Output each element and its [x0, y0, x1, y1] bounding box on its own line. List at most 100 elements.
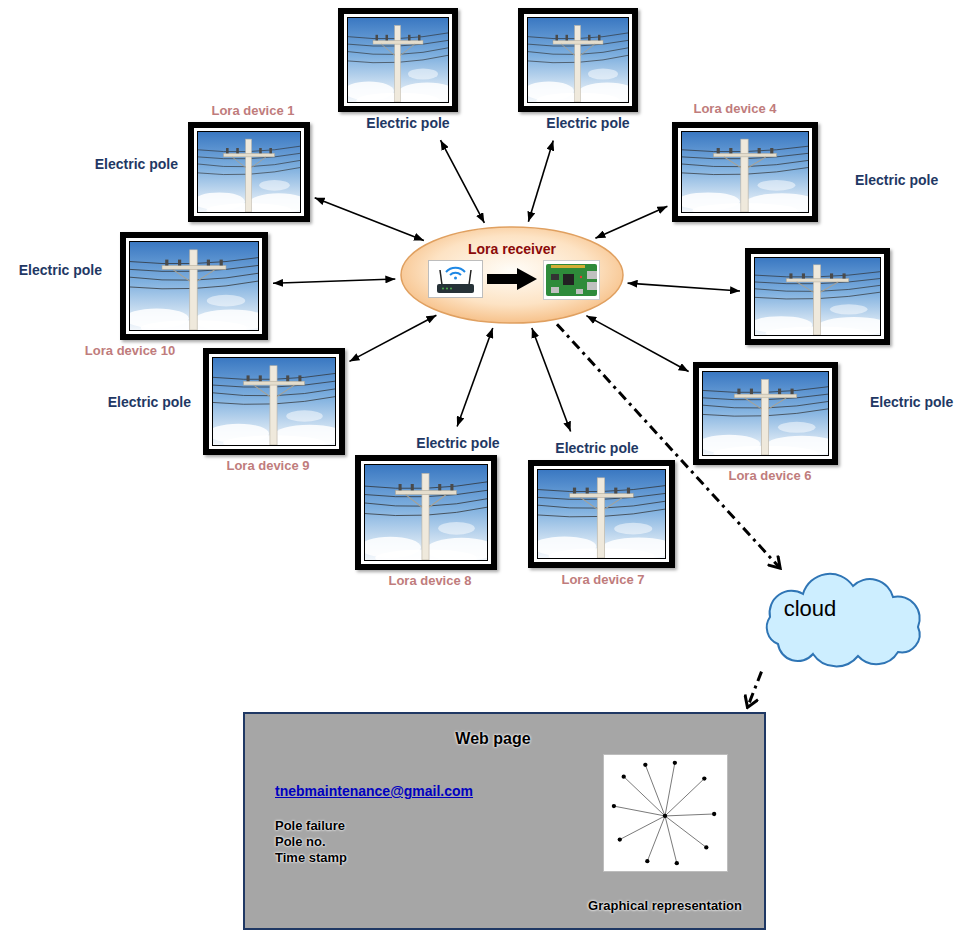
text-slot: Graphical representation [588, 898, 742, 914]
pole-photo-holder [754, 257, 881, 336]
pole-photo [703, 372, 828, 455]
pole-photo [755, 258, 880, 335]
pole-photo-image [755, 258, 880, 335]
text-slot: Electric pole [555, 440, 638, 457]
text-slot: Electric pole [19, 262, 102, 279]
receiver-outline [400, 226, 624, 324]
block-arrow [487, 268, 537, 290]
web-page-panel: Graphical representationWeb pagetnebmain… [243, 712, 766, 930]
text-slot: Lora device 6 [728, 468, 811, 484]
device-label: Lora device 9 [226, 458, 309, 474]
text-slot: cloud [784, 596, 837, 622]
electric-pole: Electric poleLora device 10 [120, 232, 268, 340]
pole-photo-image [348, 18, 448, 102]
pole-photo [130, 242, 258, 330]
field-name: Pole failure [275, 818, 345, 834]
electric-pole: Electric poleLora device 7 [528, 460, 675, 568]
text-slot: Time stamp [275, 850, 347, 866]
radio-link-arrow [457, 328, 493, 426]
pole-photo-holder [129, 241, 259, 331]
pole-photo [198, 132, 300, 212]
text-slot: Electric pole [870, 394, 953, 411]
receiver-label: Lora receiver [468, 241, 556, 258]
uplink-arrow [747, 672, 761, 708]
receiver-ellipse [401, 227, 623, 323]
pole-photo-holder [364, 464, 488, 561]
pole-frame [355, 455, 497, 570]
text-slot: Lora device 4 [693, 101, 776, 117]
device-label: Lora device 10 [85, 343, 175, 359]
pole-label: Electric pole [95, 156, 178, 173]
pole-label: Electric pole [855, 172, 938, 189]
pole-photo-holder [537, 469, 666, 559]
pole-photo-holder [197, 131, 301, 213]
pole-frame [338, 8, 458, 112]
pole-photo [682, 132, 808, 212]
text-slot: Lora receiver [468, 241, 556, 258]
cloud-shape [767, 574, 920, 667]
electric-pole: Electric pole [518, 8, 638, 112]
pole-photo-image [528, 18, 628, 102]
graph-frame [603, 754, 728, 872]
cloud-node: cloud [748, 572, 933, 667]
star-graph [612, 761, 717, 866]
field-name: Pole no. [275, 834, 326, 850]
pole-frame [188, 122, 310, 222]
pole-photo-image [703, 372, 828, 455]
pole-label: Electric pole [19, 262, 102, 279]
pole-photo [348, 18, 448, 102]
text-slot: Electric pole [108, 394, 191, 411]
pole-photo-holder [702, 371, 829, 456]
electric-pole: Electric poleLora device 8 [355, 455, 497, 570]
device-label: Lora device 1 [211, 103, 294, 119]
radio-link-arrow [528, 141, 553, 222]
pole-label: Electric pole [546, 115, 629, 132]
pole-photo-holder [347, 17, 449, 103]
pole-photo-holder [681, 131, 809, 213]
radio-link-arrow [586, 316, 688, 372]
radio-link-arrow [532, 328, 571, 431]
text-slot: Pole failure [275, 818, 345, 834]
graph-panel: Graphical representation [603, 754, 728, 872]
radio-link-arrow [349, 315, 436, 361]
radio-link-arrow [273, 279, 395, 283]
pole-photo-image [365, 465, 487, 560]
pole-frame [745, 248, 890, 345]
electric-pole: Lora device 4Electric pole [672, 122, 818, 222]
pole-frame [203, 348, 345, 455]
pole-photo-image [130, 242, 258, 330]
text-slot: Lora device 9 [226, 458, 309, 474]
electric-pole: Electric poleLora device 6 [693, 362, 838, 465]
pole-frame [120, 232, 268, 340]
pole-photo-holder [212, 357, 336, 446]
text-slot: Lora device 1 [211, 103, 294, 119]
radio-link-arrow [441, 140, 485, 223]
electric-pole: Electric pole [338, 8, 458, 112]
pole-photo [528, 18, 628, 102]
lora-receiver: Lora receiver [400, 226, 624, 324]
text-slot: Electric pole [546, 115, 629, 132]
text-slot: Electric pole [366, 115, 449, 132]
pole-photo [365, 465, 487, 560]
device-label: Lora device 7 [561, 572, 644, 588]
electric-pole: Lora device 1Electric pole [188, 122, 310, 222]
pole-label: Electric pole [416, 435, 499, 452]
device-label: Lora device 6 [728, 468, 811, 484]
email-link: tnebmaintenance@gmail.com [275, 783, 473, 800]
text-slot: Electric pole [416, 435, 499, 452]
radio-link-arrow [628, 283, 740, 291]
pole-photo [213, 358, 335, 445]
pole-photo-holder [527, 17, 629, 103]
pole-photo-image [213, 358, 335, 445]
text-slot: Electric pole [855, 172, 938, 189]
text-slot: Lora device 10 [85, 343, 175, 359]
router-icon [429, 261, 483, 298]
raspberry-pi-icon [544, 261, 600, 300]
pole-frame [528, 460, 675, 568]
pole-photo-image [198, 132, 300, 212]
electric-pole [745, 248, 890, 345]
radio-link-arrow [315, 198, 424, 241]
pole-label: Electric pole [555, 440, 638, 457]
pole-frame [672, 122, 818, 222]
